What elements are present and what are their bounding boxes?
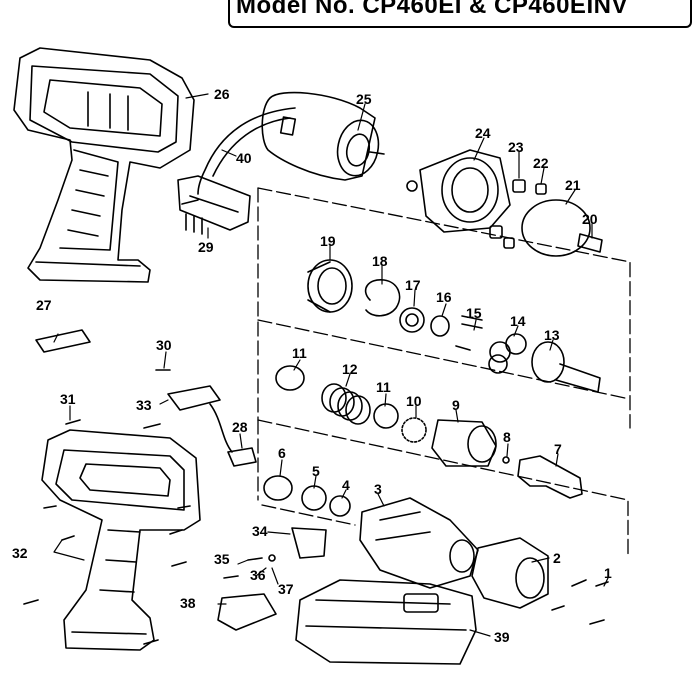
part-label: 18	[372, 253, 388, 269]
washer-16	[430, 315, 450, 337]
part-label: 5	[312, 463, 320, 479]
part-label: 24	[475, 125, 491, 141]
part-label: 26	[214, 86, 230, 102]
header-frame	[228, 0, 692, 28]
part-label: 40	[236, 150, 252, 166]
motor	[261, 91, 385, 181]
ring-4	[329, 495, 351, 517]
washer-11b	[373, 403, 399, 429]
washer-6	[263, 475, 293, 501]
planet-gear-1	[489, 341, 511, 363]
ring-gear	[307, 259, 353, 313]
spindle	[531, 341, 601, 393]
part-label: 1	[604, 565, 612, 581]
part-label: 21	[565, 177, 581, 193]
planet-gear-3	[488, 354, 508, 374]
rubber-pad	[35, 329, 91, 353]
part-label: 37	[278, 581, 294, 597]
part-label: 30	[156, 337, 172, 353]
trigger-switch	[177, 175, 251, 235]
housing-screws	[23, 505, 191, 645]
circlip	[364, 279, 401, 317]
bearing	[399, 307, 425, 333]
assembly-guide-lines	[257, 187, 631, 556]
housing-half-top	[13, 47, 195, 283]
part-label: 12	[342, 361, 358, 377]
part-label: 27	[36, 297, 52, 313]
part-label: 9	[452, 397, 460, 413]
part-label: 11	[376, 379, 391, 395]
bushing	[489, 225, 503, 239]
bushing-23	[512, 179, 526, 193]
part-label: 13	[544, 327, 560, 343]
part-label: 35	[214, 551, 230, 567]
part-label: 29	[198, 239, 214, 255]
part-label: 4	[342, 477, 350, 493]
leader-lines	[53, 93, 609, 637]
screws-1	[551, 579, 609, 625]
part-label: 6	[278, 445, 286, 461]
motor-wire	[197, 107, 296, 195]
part-label: 28	[232, 419, 248, 435]
part-label: 10	[406, 393, 422, 409]
part-label: 11	[292, 345, 307, 361]
part-label: 19	[320, 233, 336, 249]
pins	[455, 315, 483, 351]
pinion-shaft	[577, 233, 603, 253]
part-label: 34	[252, 523, 268, 539]
bushing-5	[301, 485, 327, 511]
hammer	[431, 419, 497, 467]
screw-31	[65, 419, 81, 425]
washer-11a	[275, 365, 305, 391]
nose-cover	[471, 537, 549, 609]
model-title: Model No. CP460EI & CP460EINV	[236, 0, 628, 19]
screws-35-36	[223, 557, 263, 579]
part-label: 39	[494, 629, 510, 645]
battery-pack	[295, 579, 477, 665]
anvil	[517, 455, 583, 499]
part-label: 7	[554, 441, 562, 457]
housing-half-bottom	[41, 429, 201, 651]
screw	[503, 237, 515, 249]
part-label: 16	[436, 289, 452, 305]
pcb	[167, 385, 221, 411]
part-label: 3	[374, 481, 382, 497]
part-label: 15	[466, 305, 482, 321]
part-label: 22	[533, 155, 549, 171]
part-label: 31	[60, 391, 76, 407]
part-label: 8	[503, 429, 511, 445]
ball-ring	[401, 417, 427, 443]
led-light	[227, 447, 257, 467]
part-label: 38	[180, 595, 196, 611]
part-label: 33	[136, 397, 152, 413]
planet-gear-2	[505, 333, 527, 355]
part-label: 25	[356, 91, 372, 107]
bit-holder	[217, 593, 277, 631]
spring	[321, 383, 371, 425]
part-label: 14	[510, 313, 526, 329]
hammer-housing	[359, 497, 479, 589]
screw-22	[535, 183, 547, 195]
part-label: 32	[12, 545, 28, 561]
part-label: 20	[582, 211, 598, 227]
gear-housing	[406, 149, 511, 233]
part-label: 23	[508, 139, 524, 155]
part-label: 36	[250, 567, 266, 583]
o-ring	[521, 199, 591, 257]
belt-clip	[291, 527, 327, 559]
part-label: 2	[553, 550, 561, 566]
part-labels: 26 25 24 23 22 21 20 40 29 19 18 17 16 1…	[12, 86, 612, 645]
part-label: 17	[405, 277, 421, 293]
ball-8	[502, 456, 510, 464]
